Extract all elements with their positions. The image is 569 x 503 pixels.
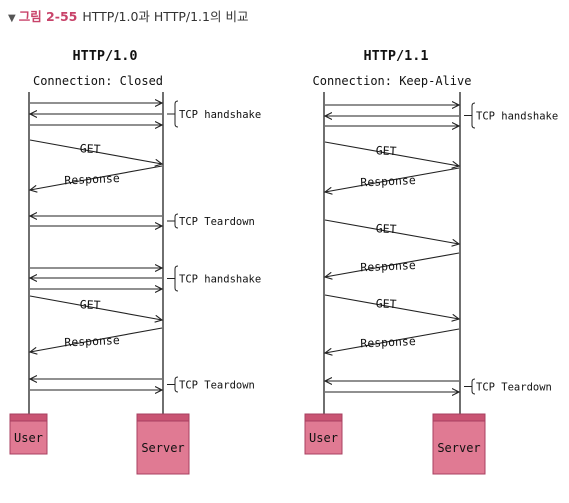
message-arrow <box>325 252 460 277</box>
message-label: GET <box>79 141 100 156</box>
message-arrow <box>324 141 459 166</box>
message-arrow <box>29 295 162 320</box>
note-label: TCP Teardown <box>476 382 552 394</box>
message-label: Response <box>360 173 416 189</box>
server-box <box>136 413 190 475</box>
message-arrow <box>29 139 162 164</box>
message-arrow <box>324 219 459 244</box>
figure-caption: ▼그림 2-55 HTTP/1.0과 HTTP/1.1의 비교 <box>8 6 248 25</box>
panel-http11: HTTP/1.1 Connection: Keep-Alive GET Respo… <box>304 48 558 475</box>
participants: User Server <box>9 413 190 475</box>
note-bracket <box>471 378 476 395</box>
panel-http10: HTTP/1.0 Connection: Closed GETResponseG… <box>9 48 261 475</box>
message-arrow <box>325 328 460 353</box>
panel-title: HTTP/1.0 <box>72 48 137 64</box>
message-label: Response <box>64 171 120 187</box>
server-label: Server <box>437 441 480 455</box>
server-label: Server <box>141 441 184 455</box>
note-bracket <box>174 100 179 128</box>
lifelines <box>323 92 461 418</box>
figure-number: 그림 2-55 <box>18 9 78 24</box>
note-label: TCP handshake <box>179 274 261 286</box>
message-label: Response <box>64 333 120 349</box>
message-arrow <box>325 167 460 192</box>
message-label: GET <box>375 296 396 311</box>
message-arrow <box>324 294 459 319</box>
note-bracket <box>174 265 179 292</box>
user-box <box>9 413 48 455</box>
message-arrow <box>30 327 163 352</box>
message-label: Response <box>360 334 416 350</box>
server-box <box>432 413 486 475</box>
note-label: TCP Teardown <box>179 216 255 228</box>
message-label: GET <box>375 221 396 236</box>
message-label: GET <box>375 143 396 158</box>
message-label: Response <box>360 258 416 274</box>
note-label: TCP handshake <box>179 109 261 121</box>
user-label: User <box>309 431 338 445</box>
note-bracket <box>174 376 179 393</box>
user-box <box>304 413 343 455</box>
message-label: GET <box>79 297 100 312</box>
connection-label: Connection: Closed <box>33 74 163 88</box>
note-label: TCP Teardown <box>179 380 255 392</box>
figure-title: HTTP/1.0과 HTTP/1.1의 비교 <box>82 9 249 24</box>
message-arrow <box>30 165 163 190</box>
connection-label: Connection: Keep-Alive <box>313 74 472 88</box>
note-bracket <box>471 102 476 129</box>
note-label: TCP handshake <box>476 111 558 123</box>
panel-title: HTTP/1.1 <box>363 48 428 64</box>
note-bracket <box>174 213 179 229</box>
lifelines <box>28 92 164 418</box>
user-label: User <box>14 431 43 445</box>
participants: User Server <box>304 413 486 475</box>
triangle-marker-icon: ▼ <box>8 13 16 24</box>
